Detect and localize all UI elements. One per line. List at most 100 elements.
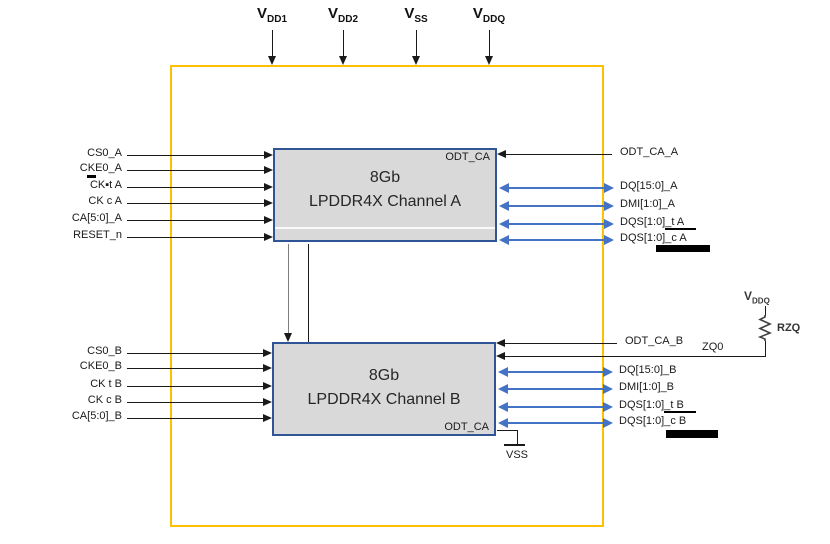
channel-b-density: 8Gb (368, 367, 400, 384)
power-pin-text: V (404, 5, 415, 22)
signal-line (127, 203, 264, 204)
arrow-right-icon (263, 382, 272, 390)
io-line (507, 422, 603, 424)
arrow-right-icon (263, 364, 272, 372)
io-label-text: DMI[1:0]_A (620, 198, 676, 210)
signal-label-dqs-c-a: DQS[1:0]_c A (620, 232, 687, 245)
arrow-right-icon (264, 199, 273, 207)
arrow-right-icon (603, 384, 613, 394)
arrow-down-icon (412, 56, 420, 65)
signal-label-dqs-t-b: DQS[1:0]_t B (619, 399, 696, 413)
arrow-right-icon (264, 233, 273, 241)
arrow-right-icon (264, 166, 273, 174)
power-pin-text: V (472, 5, 483, 22)
signal-label-cke0-b: CKE0_B (79, 360, 122, 372)
arrow-right-icon (604, 201, 614, 211)
arrow-left-icon (499, 183, 509, 193)
ground-bar-icon (504, 444, 525, 446)
power-pin-vdd2-label: VDD2 (308, 5, 378, 25)
arrow-left-icon (496, 339, 505, 347)
arrow-left-icon (496, 352, 505, 360)
signal-line (127, 386, 263, 387)
power-pin-subscript: DD1 (267, 14, 288, 25)
arrow-right-icon (603, 418, 613, 428)
power-pin-text: V (256, 5, 267, 22)
power-pin-vss-label: VSS (381, 5, 451, 25)
channel-a-odt-pin-label: ODT_CA (445, 151, 490, 163)
signal-label-cs0-a: CS0_A (87, 147, 122, 159)
text-artifact-bar (87, 175, 96, 178)
resistor-lead-line (765, 306, 766, 316)
signal-line (127, 170, 264, 171)
io-line (507, 406, 603, 408)
signal-line (127, 368, 263, 369)
arrow-right-icon (604, 183, 614, 193)
arrow-right-icon (263, 349, 272, 357)
arrow-right-icon (604, 235, 614, 245)
arrow-left-icon (497, 150, 506, 158)
rzq-resistor-label: RZQ (777, 322, 801, 334)
power-pin-subscript: DD2 (338, 14, 359, 25)
signal-line (127, 353, 263, 354)
arrow-down-icon (485, 56, 493, 65)
inter-channel-line (288, 244, 289, 333)
vss-line (497, 430, 517, 431)
signal-line (127, 187, 264, 188)
channel-a-separator (275, 227, 495, 229)
zq0-line (505, 356, 766, 357)
io-line (507, 388, 603, 390)
signal-label-dqs-t-a: DQS[1:0]_t A (620, 216, 697, 230)
io-label-text: DQS[1:0] (620, 232, 666, 244)
io-line (507, 371, 603, 373)
power-pin-vdd1-label: VDD1 (237, 5, 307, 25)
arrow-right-icon (603, 402, 613, 412)
io-label-tail: _c A (665, 232, 687, 244)
arrow-down-icon (268, 56, 276, 65)
signal-label-ck-c-a: CK c A (88, 195, 122, 207)
io-label-text: DQS[1:0] (620, 216, 666, 228)
signal-label-odt-ca-a: ODT_CA_A (620, 146, 679, 158)
signal-label-ck-t-b: CK t B (90, 378, 122, 390)
underline-bar (666, 430, 718, 438)
signal-label-ca-b: CA[5:0]_B (71, 410, 122, 422)
signal-label-odt-ca-b: ODT_CA_B (625, 335, 684, 347)
supply-text: V (744, 289, 753, 303)
io-label-text: DQ[15:0]_B (619, 364, 677, 376)
arrow-down-icon (339, 56, 347, 65)
vddq-supply-label: VDDQ (744, 289, 770, 305)
package-outline (170, 65, 604, 527)
channel-b-odt-pin-label: ODT_CA (444, 421, 489, 433)
power-pin-line (416, 30, 417, 56)
signal-label-cs0-b: CS0_B (87, 345, 122, 357)
io-line (508, 187, 604, 189)
vss-line (517, 430, 518, 444)
io-line (508, 239, 604, 241)
signal-line (127, 418, 263, 419)
power-pin-line (272, 30, 273, 56)
power-pin-line (489, 30, 490, 56)
channel-a-density: 8Gb (369, 169, 401, 186)
signal-line (506, 154, 612, 155)
signal-label-dmi-b: DMI[1:0]_B (619, 381, 674, 394)
io-label-tail: _c B (664, 415, 687, 427)
io-label-text: DMI[1:0]_B (619, 381, 675, 393)
signal-line (127, 220, 264, 221)
signal-label-ck-t-a: CK▪t A (89, 179, 122, 191)
arrow-left-icon (498, 402, 508, 412)
arrow-right-icon (263, 414, 272, 422)
power-pin-text: V (327, 5, 338, 22)
channel-b-name: LPDDR4X Channel B (307, 391, 461, 408)
arrow-right-icon (264, 183, 273, 191)
arrow-left-icon (499, 219, 509, 229)
io-label-text: DQ[15:0]_A (620, 180, 678, 192)
signal-label-ca-a: CA[5:0]_A (71, 212, 122, 224)
arrow-left-icon (499, 235, 509, 245)
inter-channel-line (308, 244, 309, 342)
resistor-icon (757, 315, 773, 341)
io-label-tail: _t A (665, 216, 697, 230)
underline-bar (656, 245, 710, 252)
io-label-text: DQS[1:0] (619, 415, 665, 427)
channel-a-block: ODT_CA 8Gb LPDDR4X Channel A (273, 148, 497, 242)
io-label-tail: _t B (664, 399, 696, 413)
